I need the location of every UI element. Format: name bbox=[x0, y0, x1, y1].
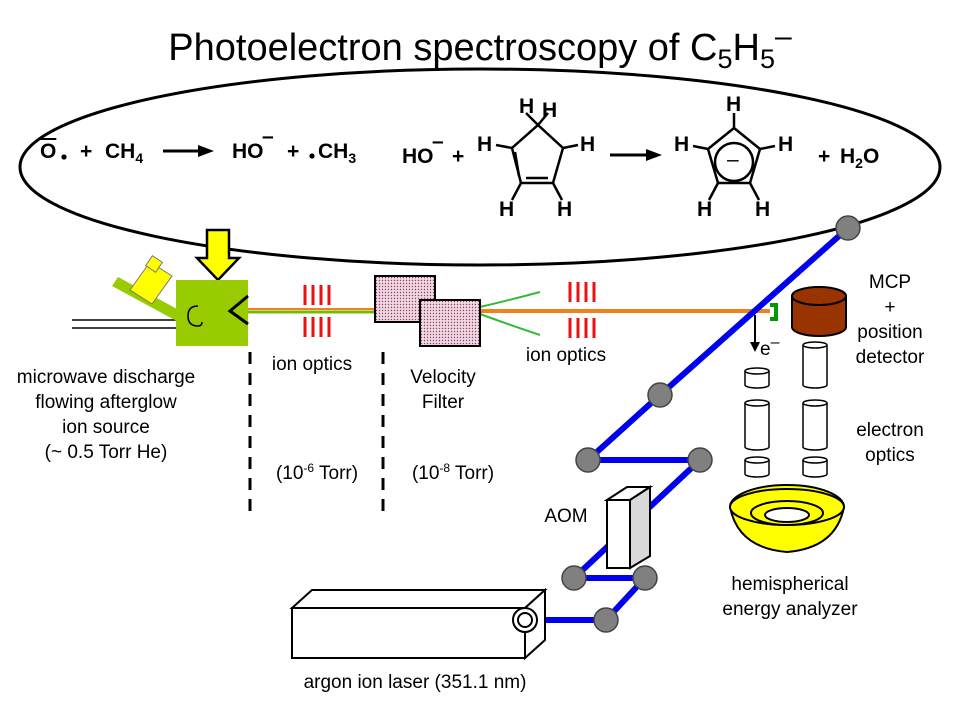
laser-label: argon ion laser (351.1 nm) bbox=[303, 672, 527, 693]
ion-source-label: microwave discharge flowing afterglow io… bbox=[16, 367, 196, 463]
pressure-label-2: (10-8 Torr) bbox=[411, 461, 495, 484]
r2-hydroxide: HO bbox=[402, 145, 434, 168]
mcp-label: MCP + position detector bbox=[855, 272, 925, 368]
yellow-injection-arrow bbox=[194, 228, 242, 282]
hemispherical-analyzer bbox=[728, 484, 846, 554]
cpa-ring-charge: – bbox=[727, 148, 739, 171]
cyclopentadienide-structure bbox=[692, 113, 776, 201]
cp-h-top-left: H bbox=[519, 95, 535, 118]
mirror-4 bbox=[687, 447, 713, 473]
r1-oxygen-anion: O bbox=[40, 140, 57, 163]
velocity-filter bbox=[374, 275, 481, 347]
cpa-h-top: H bbox=[726, 93, 742, 116]
mirror-7 bbox=[593, 607, 619, 633]
ion-optics-label-2: ion optics bbox=[525, 345, 607, 366]
title-sub-5b: 5 bbox=[759, 44, 775, 74]
analyzer-label: hemispherical energy analyzer bbox=[722, 574, 858, 620]
title-sub-5a: 5 bbox=[717, 44, 733, 74]
r2-plus-1: + bbox=[452, 145, 465, 168]
r2-water: H2O bbox=[840, 145, 880, 171]
ion-beam-path bbox=[238, 291, 770, 336]
cyclopentadiene-structure bbox=[495, 112, 579, 201]
reaction-arrow-2 bbox=[610, 149, 662, 161]
cp-h-top-right: H bbox=[542, 99, 558, 122]
mirror-5 bbox=[561, 565, 587, 591]
mirror-3 bbox=[575, 447, 601, 473]
page-title: Photoelectron spectroscopy of C5H5– bbox=[0, 12, 960, 84]
cp-h-bottom-left: H bbox=[499, 198, 515, 221]
title-charge: – bbox=[775, 20, 792, 53]
r2-hydroxide-charge: – bbox=[432, 130, 444, 153]
r1-methane: CH4 bbox=[105, 140, 144, 166]
ion-source bbox=[72, 254, 249, 346]
title-h: H bbox=[732, 27, 760, 69]
ion-optics-1 bbox=[303, 285, 331, 337]
title-text: Photoelectron spectroscopy of C bbox=[168, 27, 718, 69]
methyl-radical-dot bbox=[309, 153, 315, 159]
mcp-detector bbox=[791, 286, 847, 337]
ion-optics-2 bbox=[568, 282, 596, 338]
oxygen-radical-dot bbox=[61, 154, 67, 160]
cp-h-left: H bbox=[477, 133, 493, 156]
electron-label: e– bbox=[760, 334, 780, 360]
cp-h-right: H bbox=[580, 133, 596, 156]
cpa-h-left: H bbox=[674, 133, 690, 156]
electron-optics-label: electron optics bbox=[856, 420, 924, 466]
cpa-h-right: H bbox=[778, 133, 794, 156]
r1-plus-2: + bbox=[287, 140, 300, 163]
r1-hydroxide-charge: – bbox=[262, 125, 274, 148]
mirror-2 bbox=[647, 382, 673, 408]
mirrors bbox=[561, 215, 861, 633]
cpa-h-bottom-left: H bbox=[697, 198, 713, 221]
aom-crystal bbox=[603, 485, 654, 570]
mirror-6 bbox=[632, 565, 658, 591]
velocity-filter-label: Velocity Filter bbox=[410, 367, 476, 413]
argon-laser-box bbox=[289, 587, 548, 661]
ion-optics-label-1: ion optics bbox=[271, 354, 353, 375]
electron-extraction bbox=[750, 303, 778, 352]
r1-hydroxide: HO bbox=[232, 140, 264, 163]
reaction-ellipse bbox=[18, 67, 942, 267]
reaction-arrow-1 bbox=[163, 145, 214, 157]
cp-h-bottom-right: H bbox=[557, 198, 573, 221]
aom-label: AOM bbox=[544, 506, 588, 527]
mirror-top bbox=[835, 215, 861, 241]
r1-plus-1: + bbox=[80, 140, 93, 163]
electron-optics-lenses bbox=[744, 341, 828, 478]
r1-methyl: CH3 bbox=[318, 140, 357, 166]
cpa-h-bottom-right: H bbox=[755, 198, 771, 221]
pressure-label-1: (10-6 Torr) bbox=[275, 461, 359, 484]
r2-plus-2: + bbox=[818, 145, 831, 168]
